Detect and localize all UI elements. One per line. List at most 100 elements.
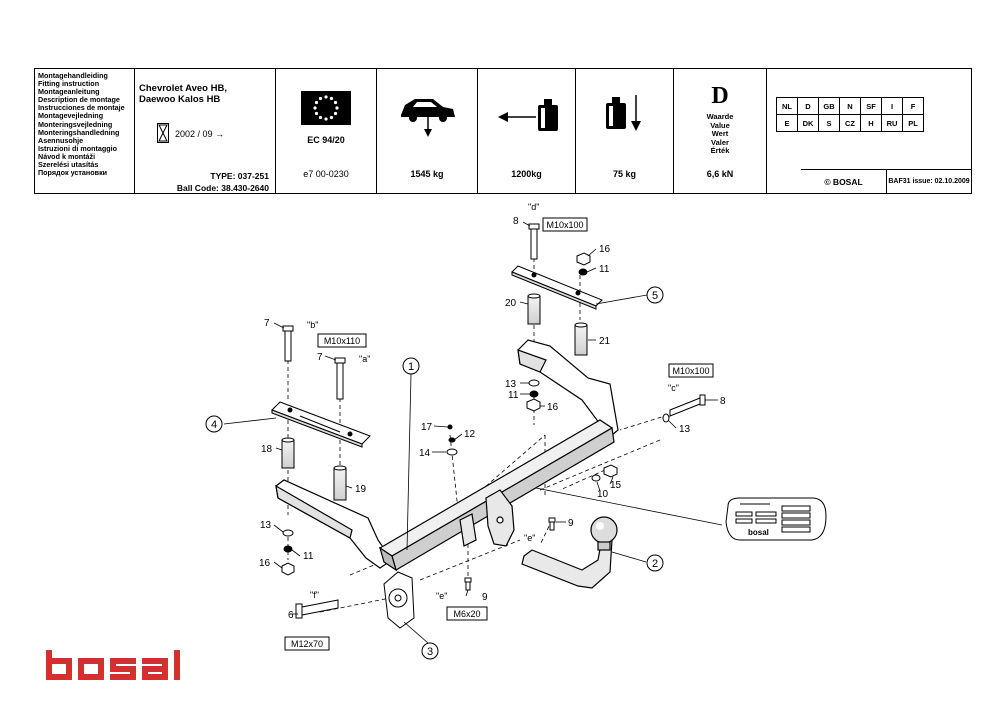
- eu-star-icon: [329, 96, 334, 101]
- part-19: 19: [355, 484, 367, 495]
- marker-e-1: "e": [524, 533, 535, 543]
- part-11-mid: 11: [508, 390, 519, 401]
- eu-star-icon: [333, 111, 338, 116]
- part-13-right: 13: [679, 424, 691, 435]
- vehicle-line-2: Daewoo Kalos HB: [139, 94, 221, 105]
- language-item: Asennusohje: [38, 135, 84, 145]
- spec-m10x110: M10x110: [324, 336, 360, 346]
- type-number: TYPE: 037-251: [210, 171, 269, 181]
- part-13-left: 13: [260, 520, 272, 531]
- spec-m10x100-right: M10x100: [672, 366, 709, 376]
- part-20: 20: [505, 298, 517, 309]
- copyright: © BOSAL: [801, 169, 887, 193]
- spacer-21: [574, 322, 588, 356]
- part-18: 18: [261, 444, 273, 455]
- part-8-top: 8: [513, 216, 519, 227]
- part-9-right: 9: [568, 518, 574, 529]
- bosal-logo: bosal: [46, 650, 180, 680]
- vertical-load: 75 kg: [612, 169, 636, 179]
- callout-4-label: 4: [211, 419, 217, 431]
- d-label: Value: [710, 120, 730, 130]
- language-item: Szerelési utasítás: [38, 160, 99, 170]
- part-14: 14: [419, 448, 431, 459]
- crossbeam: [275, 339, 619, 572]
- bolt-spec-boxes: M10x100 M10x110 M10x100 M6x20 M12x70: [284, 217, 714, 651]
- callout-4: [205, 415, 223, 433]
- letter-markers: "a" "b" "c" "d" "e" "e" "f": [307, 202, 679, 601]
- vehicle-weight-cell: 1545 kg: [377, 69, 478, 193]
- towing-capacity-cell: 1200kg: [478, 69, 576, 193]
- part-10: 10: [597, 489, 609, 500]
- eu-star-icon: [335, 106, 339, 110]
- plate-brand: bosal: [748, 528, 769, 537]
- eu-flag-icon: [301, 91, 351, 125]
- socket-plate: [383, 571, 415, 629]
- language-item: Istruzioni di montaggio: [38, 143, 118, 153]
- spacer-18: [281, 437, 295, 469]
- language-item: Instrucciones de montaje: [38, 103, 125, 113]
- part-16-top: 16: [599, 244, 611, 255]
- eu-star-icon: [314, 111, 319, 116]
- language-item: Fitting instruction: [38, 79, 100, 89]
- part-7-b: 7: [264, 318, 270, 329]
- callout-circles: [205, 286, 664, 660]
- language-item: Montagehandleiding: [38, 71, 108, 80]
- weight-pull-icon: [498, 99, 558, 131]
- vehicle-name: Chevrolet Aveo HB, Daewoo Kalos HB: [139, 83, 227, 105]
- part-16-left: 16: [259, 558, 271, 569]
- country-code: CZ: [839, 114, 861, 132]
- leader-lines: [223, 221, 723, 644]
- spacer-19: [333, 465, 347, 501]
- callout-2: [646, 554, 664, 572]
- marker-c: "c": [668, 383, 679, 393]
- part-8-right: 8: [720, 396, 726, 407]
- vertical-load-cell: 75 kg: [576, 69, 674, 193]
- eu-star-icon: [313, 106, 317, 110]
- d-label: Wert: [711, 129, 729, 138]
- eu-star-icon: [329, 115, 334, 120]
- part-7-a: 7: [317, 352, 323, 363]
- nuts-washers: [281, 252, 670, 576]
- marker-b: "b": [307, 320, 318, 330]
- part-12: 12: [464, 429, 476, 440]
- d-letter: D: [711, 83, 729, 109]
- vehicle-line-1: Chevrolet Aveo HB,: [139, 83, 227, 94]
- part-16-mid: 16: [547, 402, 559, 413]
- type-plate: bosal: [725, 497, 827, 541]
- eu-star-icon: [318, 96, 323, 101]
- language-item: Monteringsvejledning: [38, 119, 113, 129]
- marker-f: "f": [310, 590, 319, 600]
- towing-capacity: 1200kg: [511, 169, 542, 179]
- callout-5-label: 5: [652, 290, 658, 302]
- date-from: 2002 / 09 →: [175, 129, 225, 139]
- part-9-bottom: 9: [482, 592, 488, 603]
- part-11-top: 11: [599, 264, 610, 275]
- towball: [521, 516, 618, 589]
- marker-a: "a": [359, 354, 370, 364]
- callout-3-label: 3: [427, 646, 433, 658]
- part-6: 6: [288, 610, 294, 621]
- eu-star-icon: [333, 100, 338, 105]
- eu-star-icon: [324, 95, 328, 99]
- vehicle-cell: Chevrolet Aveo HB, Daewoo Kalos HB 2002 …: [135, 69, 276, 193]
- issue-date: BAF31 issue: 02.10.2009: [887, 169, 971, 193]
- callout-1: [402, 357, 420, 375]
- language-item: Montageanleitung: [38, 87, 100, 97]
- part-numbers: 7 7 8 8 16 11 20 21 13 11 16 13 17 12 14…: [259, 216, 726, 621]
- callout-3: [421, 642, 439, 660]
- spacer-20: [527, 293, 541, 325]
- ec-cell: EC 94/20 e7 00-0230: [276, 69, 377, 193]
- part-15: 15: [610, 480, 622, 491]
- d-value: 6,6 kN: [706, 169, 734, 179]
- spec-m6x20: M6x20: [453, 609, 480, 619]
- language-item: Description de montage: [38, 95, 120, 105]
- d-label: Érték: [710, 146, 730, 155]
- eu-star-icon: [318, 115, 323, 120]
- d-label: Waarde: [706, 112, 734, 121]
